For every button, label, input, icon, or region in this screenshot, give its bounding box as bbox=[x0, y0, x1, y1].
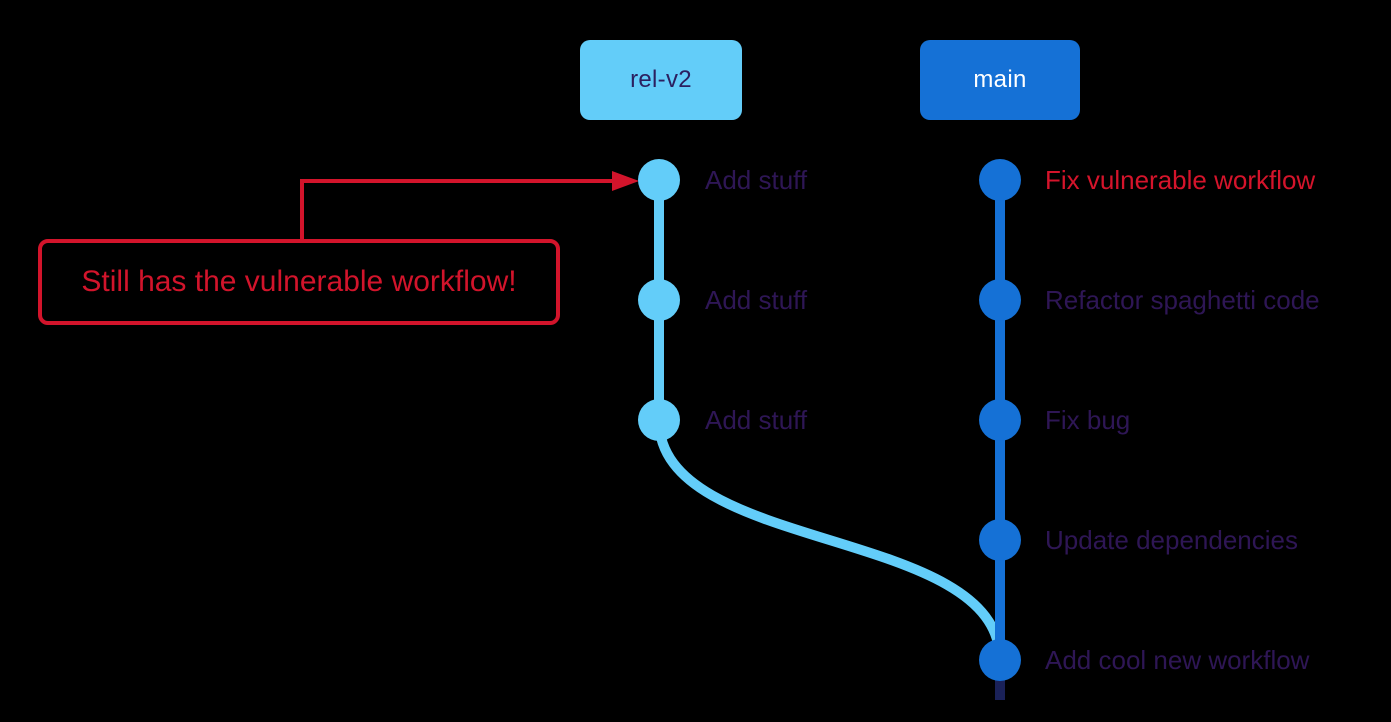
branch-label-main: main bbox=[920, 40, 1080, 120]
commit-label: Add stuff bbox=[705, 165, 808, 195]
annotation-arrow-line bbox=[300, 179, 614, 240]
commit-dot bbox=[979, 519, 1021, 561]
branch-label-rel-v2: rel-v2 bbox=[580, 40, 742, 120]
commit-dot bbox=[638, 399, 680, 441]
commit-dot bbox=[979, 399, 1021, 441]
commit-label: Fix bug bbox=[1045, 405, 1131, 435]
commit-dot bbox=[979, 279, 1021, 321]
commit-label: Refactor spaghetti code bbox=[1045, 285, 1320, 315]
commit-dot bbox=[638, 279, 680, 321]
annotation-arrowhead-icon bbox=[612, 171, 639, 191]
branch-label-main-text: main bbox=[973, 66, 1027, 93]
commit-dot bbox=[979, 159, 1021, 201]
commit-label: Update dependencies bbox=[1045, 525, 1298, 555]
branch-label-rel-v2-text: rel-v2 bbox=[630, 66, 692, 93]
annotation-callout-box: Still has the vulnerable workflow! bbox=[38, 239, 560, 325]
commit-dot bbox=[979, 639, 1021, 681]
rel-v2-fork-curve bbox=[654, 419, 1005, 661]
commit-label: Add stuff bbox=[705, 285, 808, 315]
annotation-text: Still has the vulnerable workflow! bbox=[81, 265, 517, 298]
commit-label-highlighted: Fix vulnerable workflow bbox=[1045, 165, 1316, 195]
commit-label: Add cool new workflow bbox=[1045, 645, 1310, 675]
commit-label: Add stuff bbox=[705, 405, 808, 435]
commit-dot bbox=[638, 159, 680, 201]
